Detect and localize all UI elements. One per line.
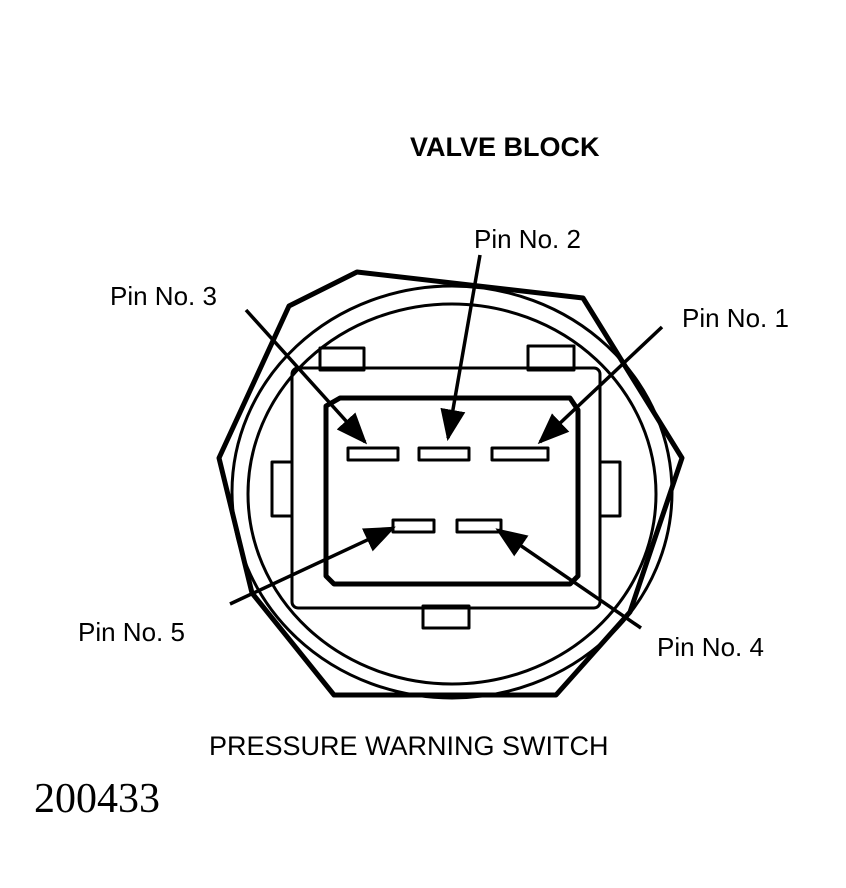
top-left-tab	[318, 346, 366, 372]
left-latch	[270, 460, 292, 518]
arrow-pin-3	[244, 308, 368, 445]
diagram-caption: PRESSURE WARNING SWITCH	[209, 731, 609, 761]
figure-number: 200433	[34, 776, 160, 822]
diagram-title: VALVE BLOCK	[410, 132, 600, 162]
pin-2-label: Pin No. 2	[474, 224, 581, 254]
bottom-tab	[421, 604, 471, 630]
pin-1-label: Pin No. 1	[682, 303, 789, 333]
inner-socket	[323, 395, 581, 587]
pin-5-label: Pin No. 5	[78, 617, 185, 647]
top-right-tab	[526, 344, 576, 372]
hex-body-outline	[216, 269, 685, 698]
pin-3-label: Pin No. 3	[110, 281, 217, 311]
connector-housing	[290, 366, 602, 610]
pin-4-label: Pin No. 4	[657, 632, 764, 662]
outer-ring	[230, 284, 674, 700]
pin-slot-3	[346, 446, 400, 462]
arrow-pin-1	[537, 325, 664, 445]
pin-slot-4	[455, 518, 503, 534]
pin-slot-1	[490, 446, 550, 462]
inner-ring	[246, 302, 658, 686]
arrow-pin-4	[495, 528, 642, 630]
arrow-pin-5	[229, 526, 396, 606]
pin-slot-5	[391, 518, 436, 534]
pin-slot-2	[417, 446, 471, 462]
right-latch	[600, 460, 622, 518]
arrow-pin-2	[440, 254, 482, 442]
